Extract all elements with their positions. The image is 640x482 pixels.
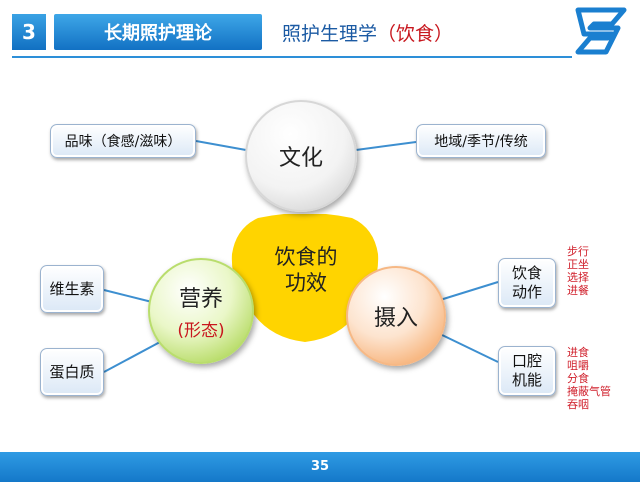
note-item: 进食: [567, 346, 589, 359]
region-box-label: 地域/季节/传统: [434, 134, 528, 150]
note-item: 吞咽: [567, 398, 589, 411]
center-label-line1: 饮食的: [274, 245, 338, 269]
eating-action-line2: 动作: [511, 283, 542, 301]
subtitle-main: 照护生理学: [282, 23, 378, 45]
oral-function-line1: 口腔: [511, 352, 542, 370]
note-item: 咀嚼: [567, 359, 589, 372]
note-item: 掩蔽气管: [567, 385, 611, 398]
eating-action-notes: 步行 正坐 选择 进餐: [567, 245, 589, 297]
oral-function-notes: 进食 咀嚼 分食 掩蔽气管 吞咽: [567, 346, 611, 411]
logo-icon: [575, 7, 627, 55]
footer-bar: [0, 452, 640, 482]
note-item: 正坐: [567, 258, 589, 271]
vitamin-box-label: 维生素: [49, 279, 95, 298]
intake-label: 摄入: [373, 306, 418, 331]
taste-box: 品味（食感/滋味）: [50, 124, 196, 158]
section-number-badge: 3: [12, 14, 46, 50]
note-item: 选择: [567, 271, 589, 284]
eating-action-line1: 饮食: [511, 264, 542, 282]
center-label: 饮食的 功效: [258, 244, 354, 296]
note-item: 分食: [567, 372, 589, 385]
note-item: 步行: [567, 245, 589, 258]
nutrition-sublabel: (形态): [177, 321, 225, 341]
nutrition-circle: 营养 (形态): [148, 258, 254, 364]
subtitle-highlight: （饮食）: [377, 23, 454, 45]
header-divider: [12, 56, 572, 58]
center-shape: [231, 214, 379, 342]
region-box: 地域/季节/传统: [416, 124, 546, 158]
culture-circle: 文化: [245, 100, 357, 212]
intake-circle: 摄入: [346, 266, 446, 366]
eating-action-box: 饮食 动作: [498, 258, 556, 308]
protein-box: 蛋白质: [40, 348, 104, 396]
nutrition-label: 营养: [178, 287, 223, 312]
culture-label: 文化: [278, 146, 323, 171]
center-label-line2: 功效: [285, 271, 327, 295]
taste-box-label: 品味（食感/滋味）: [64, 134, 182, 150]
oral-function-line2: 机能: [511, 371, 542, 389]
section-title-bar: 长期照护理论: [54, 14, 262, 50]
oral-function-box: 口腔 机能: [498, 346, 556, 396]
note-item: 进餐: [567, 284, 589, 297]
protein-box-label: 蛋白质: [49, 362, 95, 381]
slide-subtitle: 照护生理学（饮食）: [282, 19, 453, 46]
vitamin-box: 维生素: [40, 265, 104, 313]
page-number: 35: [310, 459, 330, 474]
